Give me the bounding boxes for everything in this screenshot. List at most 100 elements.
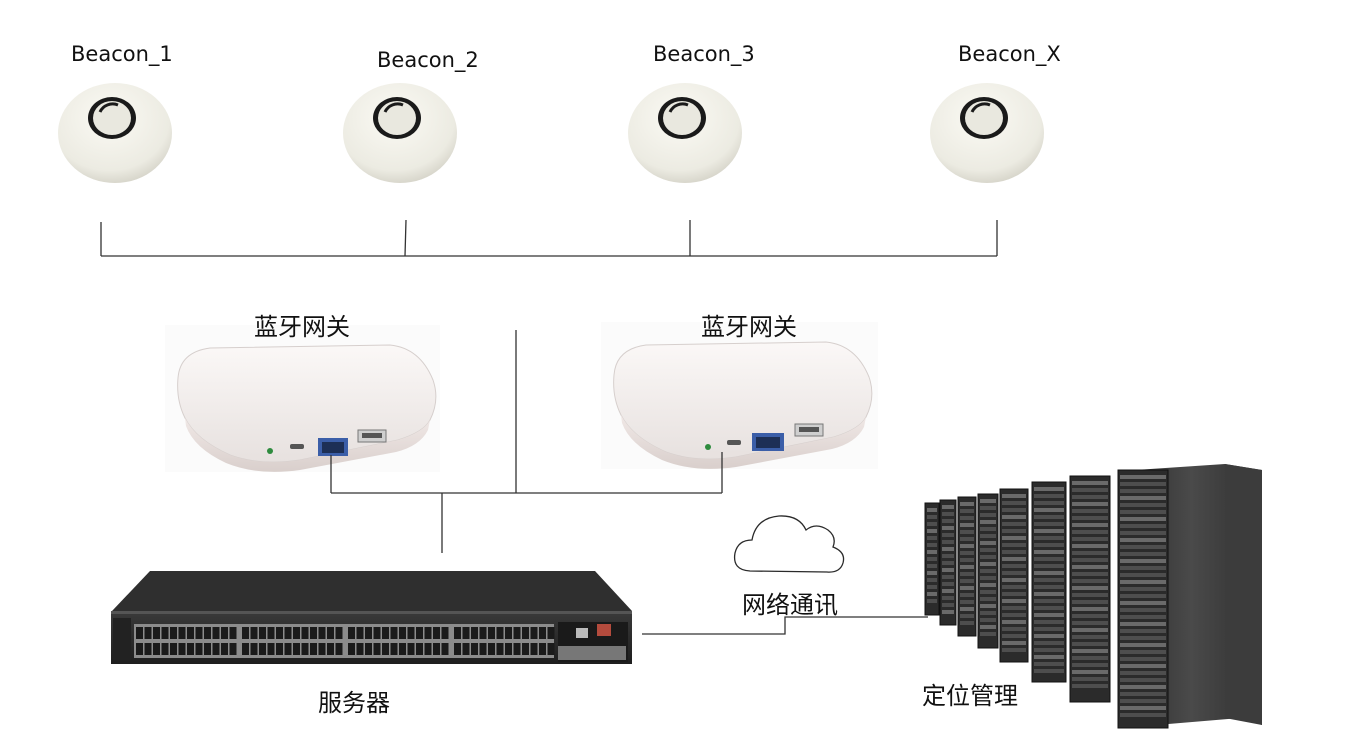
switch-port xyxy=(318,643,326,655)
rack-unit xyxy=(1120,482,1166,486)
switch-port xyxy=(153,643,160,655)
switch-port xyxy=(327,643,334,655)
rack-unit xyxy=(942,519,954,523)
rack-unit xyxy=(980,513,996,517)
rack-unit xyxy=(927,543,937,547)
switch-port xyxy=(471,627,478,639)
rack-unit xyxy=(1034,571,1064,575)
rack-unit xyxy=(980,611,996,615)
rack-unit xyxy=(1034,529,1064,533)
rack-unit xyxy=(1034,578,1064,582)
rack-unit xyxy=(1002,543,1026,547)
rack-unit xyxy=(1072,670,1108,674)
switch-port xyxy=(221,643,228,655)
rack-unit xyxy=(927,571,937,575)
switch-port xyxy=(267,643,275,655)
switch-port xyxy=(454,627,461,639)
switch-port xyxy=(433,627,440,639)
switch-port xyxy=(170,643,177,655)
switch-port xyxy=(153,627,160,639)
switch-port xyxy=(399,643,406,655)
rack-unit xyxy=(942,554,954,558)
rack-unit xyxy=(1072,572,1108,576)
rack-unit xyxy=(942,547,954,551)
rack-unit xyxy=(960,516,974,520)
switch-device xyxy=(111,571,632,664)
switch-port xyxy=(441,643,449,655)
switch-port xyxy=(267,627,275,639)
rack-unit xyxy=(1072,509,1108,513)
rack-unit xyxy=(1120,657,1166,661)
rack-unit xyxy=(1002,648,1026,652)
rack-unit xyxy=(1034,648,1064,652)
beacon-device-2 xyxy=(343,83,457,183)
switch-port xyxy=(250,627,258,639)
switch-port xyxy=(301,643,309,655)
switch-port xyxy=(250,643,258,655)
rack-unit xyxy=(1072,495,1108,499)
switch-port xyxy=(441,627,449,639)
rack-unit xyxy=(1072,481,1108,485)
rack-unit xyxy=(1002,606,1026,610)
rack-unit xyxy=(942,603,954,607)
rack-unit xyxy=(1120,538,1166,542)
rack-unit xyxy=(1072,551,1108,555)
gateway-label-2: 蓝牙网关 xyxy=(701,313,797,341)
rack-unit xyxy=(960,558,974,562)
rack-unit xyxy=(1002,578,1026,582)
rack-unit xyxy=(1034,564,1064,568)
rack-unit xyxy=(1002,501,1026,505)
rack-unit xyxy=(942,582,954,586)
switch-port xyxy=(204,627,211,639)
rack-unit xyxy=(942,540,954,544)
switch-label: 服务器 xyxy=(318,689,390,717)
switch-port xyxy=(242,643,249,655)
rack-unit xyxy=(1120,503,1166,507)
switch-port xyxy=(471,643,478,655)
switch-port xyxy=(136,643,143,655)
rack-unit xyxy=(927,536,937,540)
rack-unit xyxy=(1120,531,1166,535)
rack-unit xyxy=(1120,622,1166,626)
rack-unit xyxy=(1034,515,1064,519)
rack-unit xyxy=(942,610,954,614)
rack-unit xyxy=(980,625,996,629)
rack-unit xyxy=(960,530,974,534)
rack-unit xyxy=(1072,593,1108,597)
rack-unit xyxy=(942,505,954,509)
rack-unit xyxy=(1120,517,1166,521)
rack-unit xyxy=(960,537,974,541)
rack-unit xyxy=(942,526,954,530)
rack-unit xyxy=(1120,573,1166,577)
switch-port xyxy=(424,643,432,655)
switch-port xyxy=(373,627,381,639)
rack-unit xyxy=(1120,489,1166,493)
rack-unit xyxy=(1034,501,1064,505)
rack-unit xyxy=(1002,613,1026,617)
rack-unit xyxy=(980,576,996,580)
rack-unit xyxy=(1034,536,1064,540)
rack-unit xyxy=(1034,585,1064,589)
switch-port xyxy=(204,643,211,655)
rack-unit xyxy=(1072,642,1108,646)
switch-port xyxy=(327,627,334,639)
rack-unit xyxy=(1034,669,1064,673)
rack-unit xyxy=(1120,678,1166,682)
server-rack xyxy=(1117,469,1169,729)
rack-unit xyxy=(1072,649,1108,653)
switch-port xyxy=(547,627,555,639)
switch-port xyxy=(365,643,372,655)
rack-unit xyxy=(1034,627,1064,631)
switch-port xyxy=(454,643,461,655)
rack-unit xyxy=(942,575,954,579)
rack-unit xyxy=(960,593,974,597)
switch-port xyxy=(416,643,423,655)
rack-unit xyxy=(1072,677,1108,681)
rack-unit xyxy=(1002,571,1026,575)
switch-port xyxy=(424,627,432,639)
switch-port xyxy=(479,643,487,655)
switch-port xyxy=(522,643,529,655)
rack-unit xyxy=(942,512,954,516)
rack-unit xyxy=(1120,615,1166,619)
rack-unit xyxy=(960,600,974,604)
